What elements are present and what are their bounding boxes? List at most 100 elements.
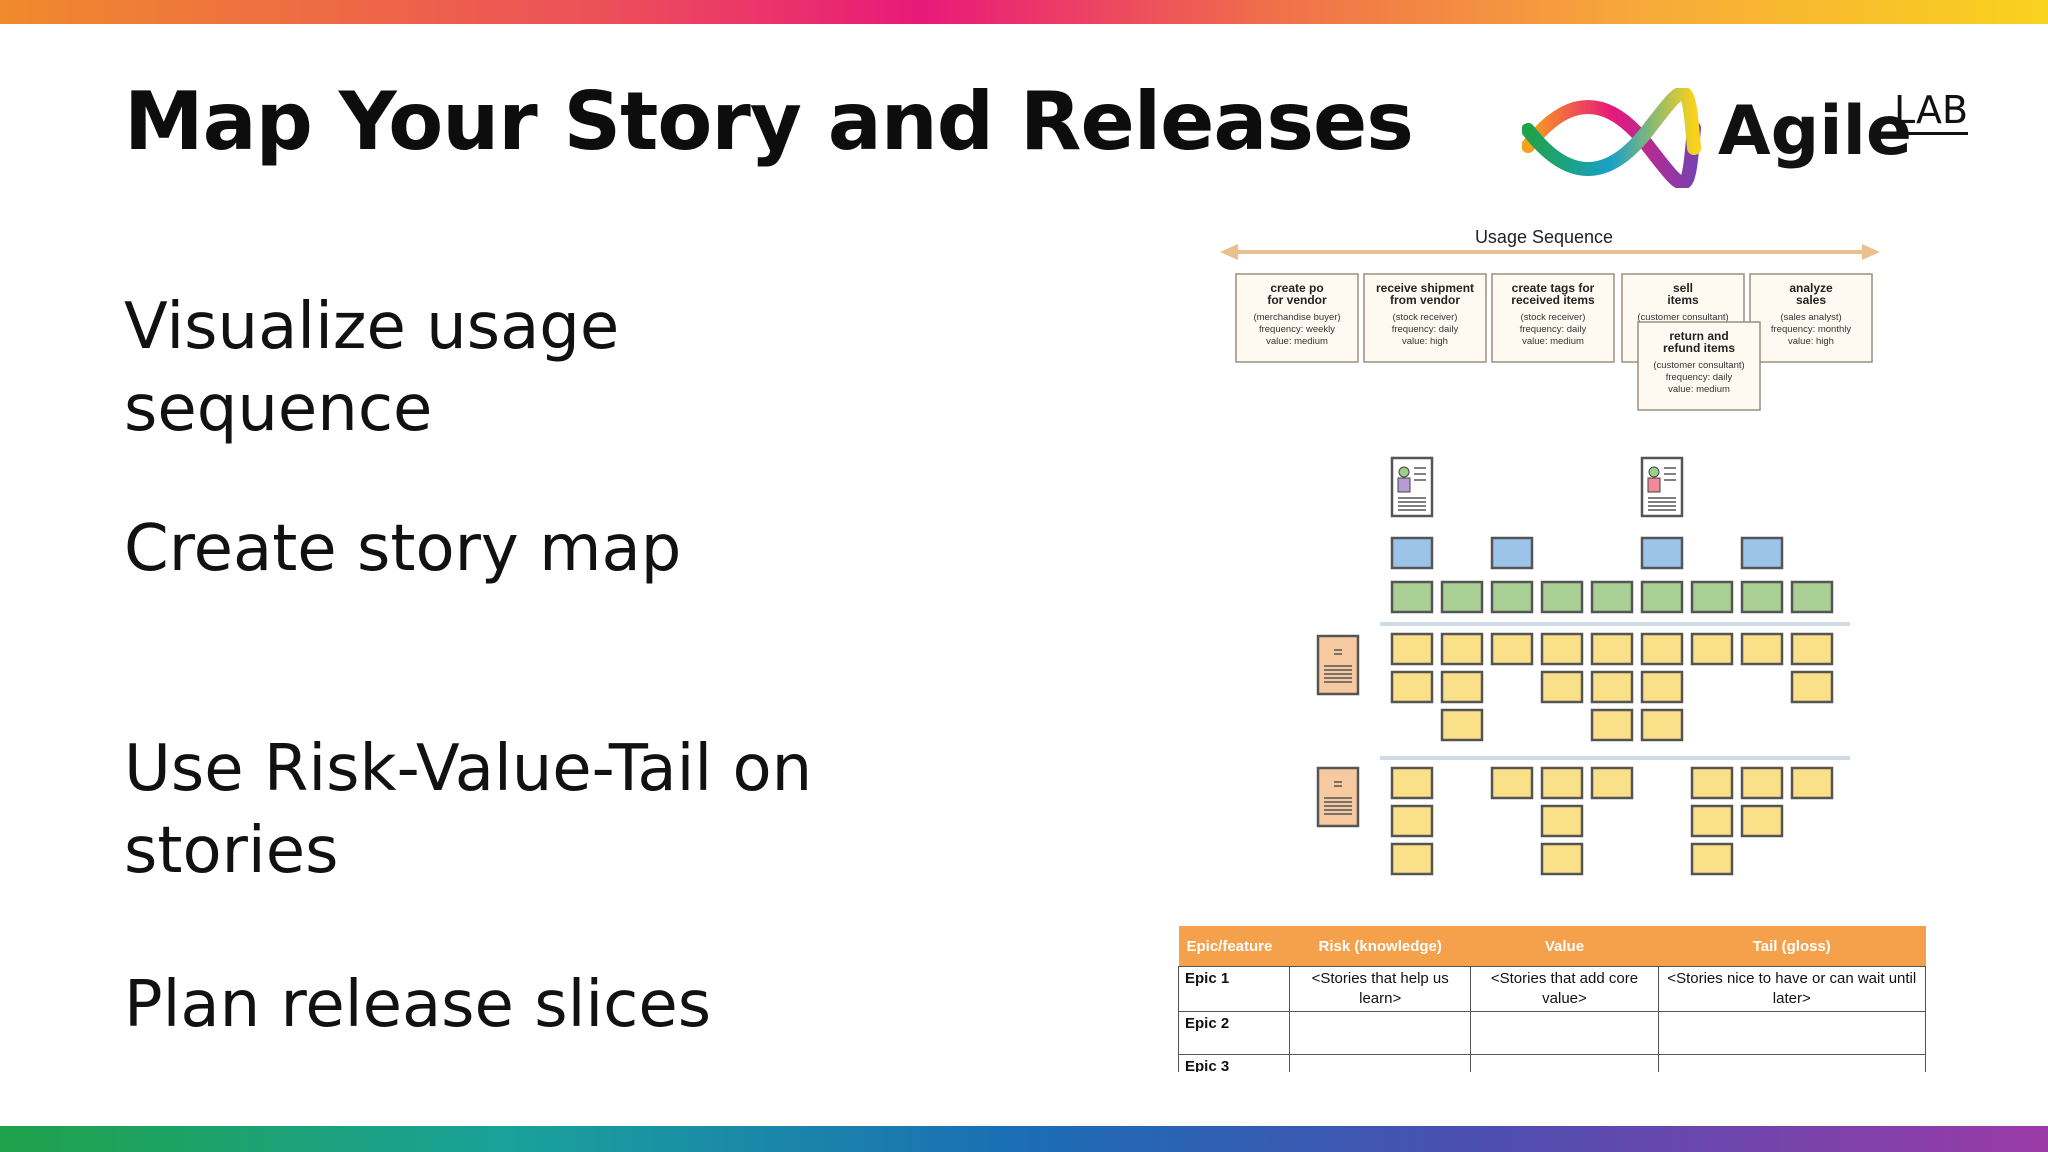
green-note [1640, 580, 1684, 614]
rvt-header-epic: Epic/feature [1178, 926, 1290, 967]
usage-card-title: create po [1270, 281, 1323, 295]
yellow-story-note [1390, 842, 1434, 876]
blue-note [1390, 536, 1434, 570]
table-row: Epic 2 [1178, 1011, 1927, 1055]
logo-wordmark: Agile [1718, 92, 1913, 171]
release-card-icon [1316, 766, 1360, 828]
usage-card-title: return and [1669, 329, 1728, 343]
yellow-story-note [1590, 670, 1634, 704]
yellow-story-note [1790, 670, 1834, 704]
green-note [1540, 580, 1584, 614]
usage-card-detail: value: high [1788, 336, 1834, 347]
rvt-table-container: Epic/feature Risk (knowledge) Value Tail… [1170, 920, 1940, 1072]
bottom-color-stripe [0, 1126, 2048, 1152]
table-row: Epic 3 [1178, 1054, 1927, 1072]
green-note [1440, 580, 1484, 614]
yellow-story-note [1440, 708, 1484, 742]
risk-value-tail-table: Epic/feature Risk (knowledge) Value Tail… [1178, 926, 1927, 1072]
usage-card-detail: value: medium [1266, 336, 1328, 347]
yellow-story-note [1490, 632, 1534, 666]
blue-note [1490, 536, 1534, 570]
blue-note [1740, 536, 1784, 570]
release-card-icon [1316, 634, 1360, 696]
rvt-tail-cell [1657, 1054, 1927, 1072]
rvt-tail-cell [1657, 1011, 1927, 1055]
yellow-story-note [1690, 766, 1734, 800]
usage-card-title: items [1667, 293, 1699, 307]
table-row: Epic 1 <Stories that help us learn> <Sto… [1178, 966, 1927, 1012]
usage-card-title: sell [1673, 281, 1693, 295]
usage-card-box [1637, 321, 1761, 411]
usage-card-box [1363, 273, 1487, 363]
rvt-tail-cell: <Stories nice to have or can wait until … [1657, 966, 1927, 1012]
yellow-story-note [1390, 766, 1434, 800]
rvt-header-risk: Risk (knowledge) [1289, 926, 1471, 967]
rvt-risk-cell [1288, 1054, 1472, 1072]
yellow-story-note [1640, 708, 1684, 742]
rvt-epic-cell: Epic 2 [1178, 1011, 1290, 1055]
usage-card-detail: frequency: daily [1392, 324, 1459, 335]
usage-card-detail: (stock receiver) [1521, 312, 1586, 323]
usage-card-detail: (merchandise buyer) [1253, 312, 1340, 323]
green-note [1390, 580, 1434, 614]
yellow-story-note [1640, 670, 1684, 704]
bullet-visualize-usage: Visualize usage sequence [124, 290, 620, 446]
yellow-story-note [1390, 670, 1434, 704]
yellow-story-note [1440, 632, 1484, 666]
rvt-value-cell: <Stories that add core value> [1470, 966, 1659, 1012]
usage-card-box [1491, 273, 1615, 363]
yellow-story-note [1540, 842, 1584, 876]
yellow-story-note [1640, 632, 1684, 666]
usage-card-title: refund items [1663, 341, 1735, 355]
yellow-story-note [1690, 632, 1734, 666]
usage-card-detail: value: medium [1522, 336, 1584, 347]
rvt-header-row: Epic/feature Risk (knowledge) Value Tail… [1178, 926, 1926, 967]
logo-superscript: LAB [1894, 88, 1969, 135]
rvt-epic-cell: Epic 1 [1178, 966, 1290, 1012]
agilelab-logo: Agile LAB [1521, 86, 1978, 190]
yellow-story-note [1490, 766, 1534, 800]
usage-card-title: analyze [1789, 281, 1833, 295]
usage-card-detail: frequency: daily [1520, 324, 1587, 335]
usage-card-detail: (customer consultant) [1637, 312, 1728, 323]
yellow-story-note [1690, 804, 1734, 838]
rvt-risk-cell: <Stories that help us learn> [1288, 966, 1472, 1012]
persona-card-icon [1640, 456, 1684, 518]
blue-note [1640, 536, 1684, 570]
yellow-story-note [1690, 842, 1734, 876]
usage-card-box [1749, 273, 1873, 363]
yellow-story-note [1390, 632, 1434, 666]
usage-sequence-label: Usage Sequence [1475, 227, 1613, 247]
persona-card-icon [1390, 456, 1434, 518]
yellow-story-note [1540, 766, 1584, 800]
green-note [1740, 580, 1784, 614]
usage-card-detail: (sales analyst) [1780, 312, 1841, 323]
usage-sequence-arrow [1220, 244, 1880, 260]
usage-card-box [1235, 273, 1359, 363]
green-note [1690, 580, 1734, 614]
usage-card-detail: (customer consultant) [1653, 360, 1744, 371]
bullet-plan-release-slices: Plan release slices [124, 968, 712, 1042]
usage-card-title: receive shipment [1376, 281, 1474, 295]
yellow-story-note [1790, 766, 1834, 800]
yellow-story-note [1740, 766, 1784, 800]
bullet-risk-value-tail: Use Risk-Value-Tail on stories [124, 732, 813, 888]
bullet-create-story-map: Create story map [124, 512, 682, 586]
slide-title: Map Your Story and Releases [124, 75, 1414, 168]
usage-card-title: create tags for [1512, 281, 1595, 295]
yellow-story-note [1590, 632, 1634, 666]
usage-card-detail: value: high [1402, 336, 1448, 347]
rvt-risk-cell [1288, 1011, 1472, 1055]
usage-card-title: sales [1796, 293, 1826, 307]
yellow-story-note [1540, 670, 1584, 704]
usage-card-detail: frequency: daily [1666, 372, 1733, 383]
story-map-grid [1316, 456, 1850, 876]
usage-card-title: received items [1511, 293, 1595, 307]
yellow-story-note [1590, 766, 1634, 800]
